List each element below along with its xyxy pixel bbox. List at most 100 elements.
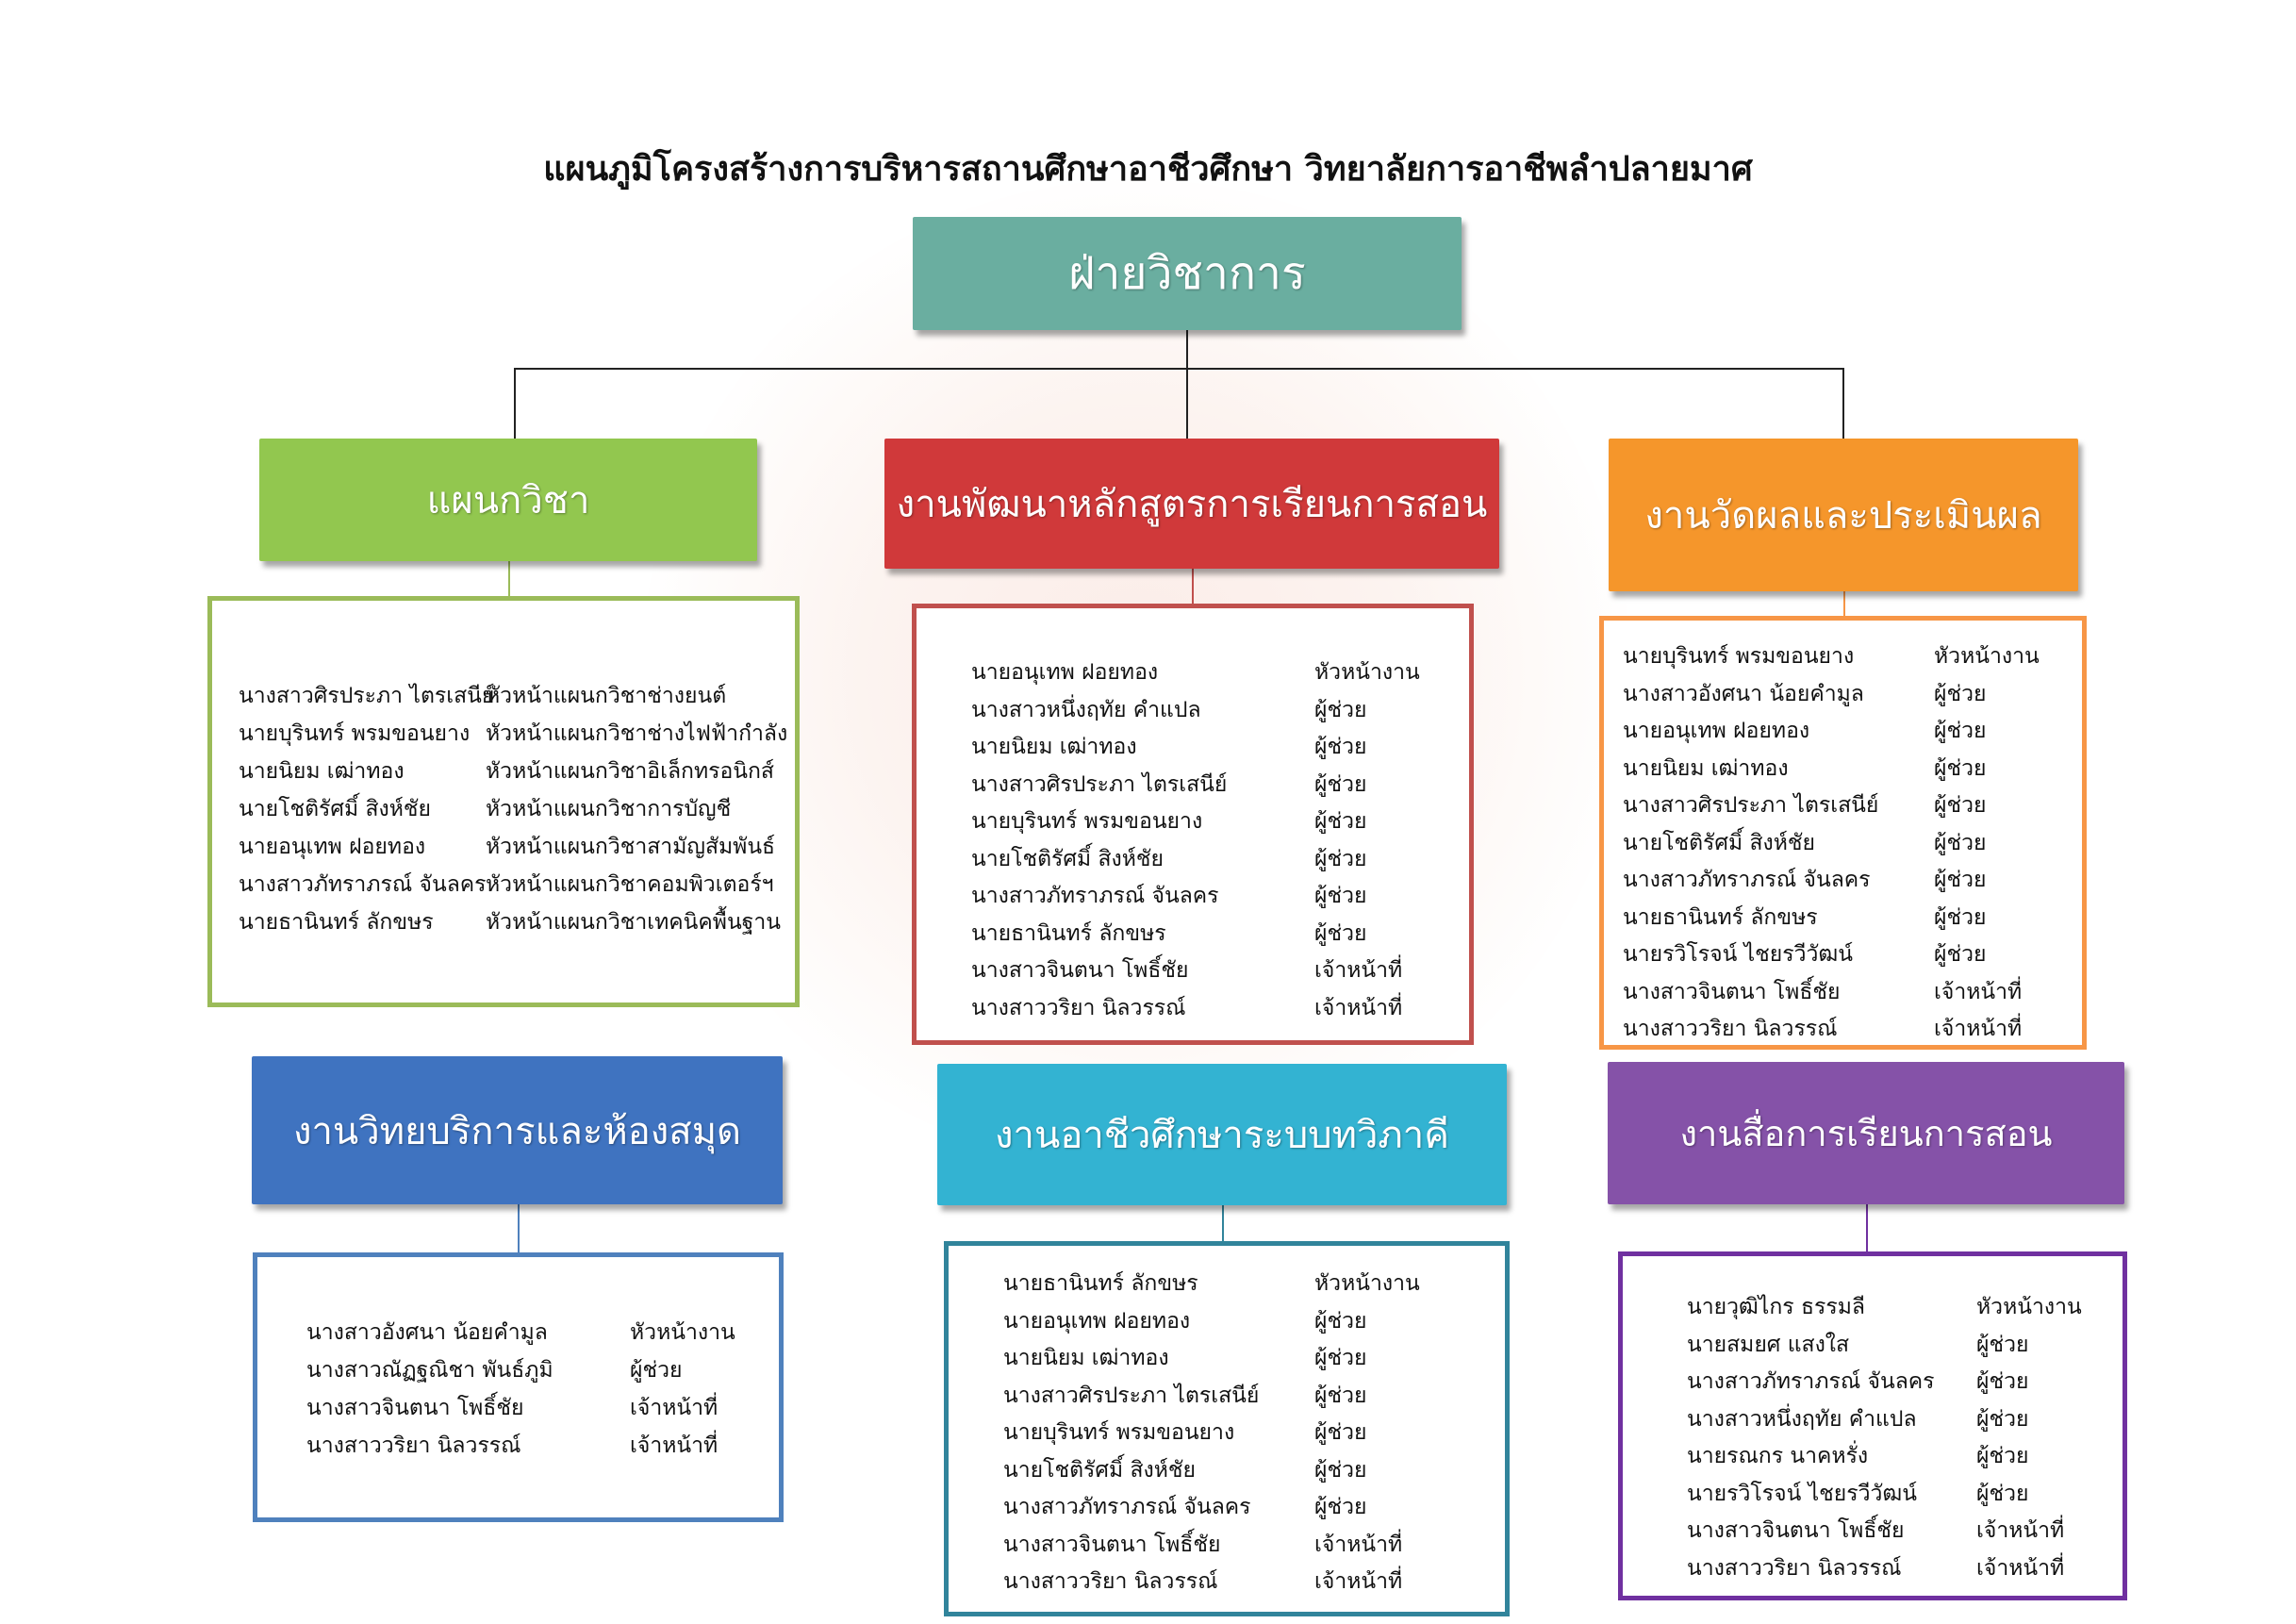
member-name: นายโชติรัศมิ์ สิงห์ชัย bbox=[971, 846, 1164, 871]
member-role: เจ้าหน้าที่ bbox=[630, 1433, 719, 1458]
member-name: นางสาวจินตนา โพธิ์ชัย bbox=[1687, 1518, 1905, 1543]
connector-unit-5 bbox=[1866, 1204, 1868, 1251]
unit-panel-5: นายวุฒิไกร ธรรมลีหัวหน้างานนายสมยศ แสงใส… bbox=[1618, 1251, 2127, 1600]
member-name: นายรณกร นาคหรั่ง bbox=[1687, 1444, 1869, 1468]
chart-title: แผนภูมิโครงสร้างการบริหารสถานศึกษาอาชีวศ… bbox=[543, 150, 1753, 189]
unit-header-0: แผนกวิชา bbox=[259, 439, 757, 561]
member-name: นางสาวศิรประภา ไตรเสนีย์ bbox=[971, 771, 1228, 797]
member-name: นายวุฒิไกร ธรรมลี bbox=[1687, 1295, 1865, 1319]
unit-header-2: งานวัดผลและประเมินผล bbox=[1609, 439, 2078, 591]
member-role: เจ้าหน้าที่ bbox=[1976, 1518, 2065, 1543]
root-box-academic: ฝ่ายวิชาการ bbox=[913, 217, 1462, 330]
unit-panel-3: นางสาวอังศนา น้อยคำมูลหัวหน้างานนางสาวณั… bbox=[253, 1252, 784, 1522]
member-name: นายโชติรัศมิ์ สิงห์ชัย bbox=[1003, 1457, 1196, 1483]
connector-left-down bbox=[514, 368, 516, 439]
member-name: นายนิยม เฒ่าทอง bbox=[239, 759, 405, 784]
member-role: หัวหน้าแผนกวิชาช่างไฟฟ้ากำลัง bbox=[486, 721, 788, 746]
member-name: นายโชติรัศมิ์ สิงห์ชัย bbox=[1623, 830, 1815, 855]
member-name: นางสาวภัทราภรณ์ จันลคร bbox=[971, 884, 1219, 908]
member-name: นายธานินทร์ ลักขษร bbox=[239, 910, 434, 935]
connector-unit-1 bbox=[1192, 569, 1194, 604]
member-name: นายอนุเทพ ฝอยทอง bbox=[239, 835, 426, 859]
member-name: นางสาววริยา นิลวรรณ์ bbox=[1623, 1017, 1838, 1041]
unit-header-1: งานพัฒนาหลักสูตรการเรียนการสอน bbox=[884, 439, 1499, 569]
member-role: ผู้ช่วย bbox=[1934, 755, 1987, 781]
unit-header-5: งานสื่อการเรียนการสอน bbox=[1608, 1062, 2124, 1204]
member-name: นายนิยม เฒ่าทอง bbox=[1623, 755, 1789, 781]
member-name: นางสาวอังศนา น้อยคำมูล bbox=[1623, 681, 1864, 706]
member-role: ผู้ช่วย bbox=[1976, 1481, 2029, 1506]
member-name: นางสาวศิรประภา ไตรเสนีย์ bbox=[1623, 793, 1879, 818]
member-name: นายโชติรัศมิ์ สิงห์ชัย bbox=[239, 797, 431, 821]
member-name: นางสาวภัทราภรณ์ จันลคร bbox=[1687, 1369, 1935, 1394]
connector-unit-0 bbox=[508, 561, 510, 596]
member-role: ผู้ช่วย bbox=[630, 1358, 683, 1383]
member-name: นายบุรินทร์ พรมขอนยาง bbox=[239, 721, 471, 746]
member-role: หัวหน้าแผนกวิชาสามัญสัมพันธ์ bbox=[486, 835, 776, 859]
member-role: ผู้ช่วย bbox=[1934, 830, 1987, 855]
member-role: ผู้ช่วย bbox=[1934, 904, 1987, 930]
unit-panel-2: นายบุรินทร์ พรมขอนยาง หัวหน้างานนางสาวอัง… bbox=[1599, 616, 2087, 1050]
unit-panel-0: นางสาวศิรประภา ไตรเสนีย์หัวหน้าแผนกวิชาช… bbox=[207, 596, 800, 1007]
member-name: นางสาวอังศนา น้อยคำมูล bbox=[306, 1320, 548, 1345]
member-name: นางสาววริยา นิลวรรณ์ bbox=[1687, 1555, 1902, 1581]
member-role: ผู้ช่วย bbox=[1934, 942, 1987, 967]
member-role: หัวหน้าแผนกวิชาอิเล็กทรอนิกส์ bbox=[486, 759, 774, 784]
member-role: หัวหน้างาน bbox=[1314, 1271, 1420, 1296]
member-name: นางสาววริยา นิลวรรณ์ bbox=[971, 995, 1186, 1020]
connector-unit-3 bbox=[517, 1204, 520, 1252]
member-role: ผู้ช่วย bbox=[1934, 719, 1987, 743]
member-name: นางสาววริยา นิลวรรณ์ bbox=[1003, 1569, 1218, 1594]
member-role: หัวหน้างาน bbox=[1934, 644, 2040, 669]
member-name: นางสาวหนึ่งฤทัย คำแปล bbox=[1687, 1406, 1917, 1432]
member-name: นางสาวจินตนา โพธิ์ชัย bbox=[306, 1396, 524, 1420]
member-role: เจ้าหน้าที่ bbox=[1314, 1532, 1403, 1557]
member-role: ผู้ช่วย bbox=[1976, 1444, 2029, 1468]
member-name: นายบุรินทร์ พรมขอนยาง bbox=[971, 809, 1203, 834]
member-name: นายรวิโรจน์ ไชยรวีวัฒน์ bbox=[1623, 942, 1853, 967]
member-name: นางสาวศิรประภา ไตรเสนีย์ bbox=[1003, 1383, 1260, 1408]
member-role: ผู้ช่วย bbox=[1314, 1420, 1367, 1445]
member-role: เจ้าหน้าที่ bbox=[1314, 958, 1403, 983]
member-name: นายธานินทร์ ลักขษร bbox=[1623, 904, 1818, 930]
member-name: นางสาวภัทราภรณ์ จันลคร bbox=[1623, 868, 1871, 892]
unit-panel-4: นายธานินทร์ ลักขษรหัวหน้างานนายอนุเทพ ฝอ… bbox=[944, 1241, 1510, 1616]
member-role: ผู้ช่วย bbox=[1314, 1346, 1367, 1370]
member-role: ผู้ช่วย bbox=[1314, 884, 1367, 908]
connector-right-down bbox=[1842, 368, 1844, 439]
member-role: ผู้ช่วย bbox=[1314, 1383, 1367, 1408]
member-name: นายบุรินทร์ พรมขอนยาง bbox=[1623, 644, 1855, 669]
member-role: หัวหน้างาน bbox=[630, 1320, 735, 1345]
unit-header-4: งานอาชีวศึกษาระบบทวิภาคี bbox=[937, 1064, 1507, 1205]
member-name: นายธานินทร์ ลักขษร bbox=[971, 920, 1166, 946]
member-role: ผู้ช่วย bbox=[1976, 1369, 2029, 1394]
member-role: หัวหน้าแผนกวิชาเทคนิคพื้นฐาน bbox=[486, 910, 781, 935]
member-name: นายนิยม เฒ่าทอง bbox=[971, 735, 1137, 759]
member-role: ผู้ช่วย bbox=[1314, 809, 1367, 834]
member-name: นางสาวหนึ่งฤทัย คำแปล bbox=[971, 697, 1201, 722]
member-role: ผู้ช่วย bbox=[1314, 1457, 1367, 1483]
member-name: นายรวิโรจน์ ไชยรวีวัฒน์ bbox=[1687, 1481, 1917, 1506]
member-name: นายธานินทร์ ลักขษร bbox=[1003, 1271, 1198, 1296]
member-name: นางสาวจินตนา โพธิ์ชัย bbox=[1003, 1532, 1221, 1557]
member-name: นางสาวศิรประภา ไตรเสนีย์ bbox=[239, 684, 495, 708]
member-role: หัวหน้าแผนกวิชาคอมพิวเตอร์ฯ bbox=[486, 872, 774, 897]
member-role: ผู้ช่วย bbox=[1314, 771, 1367, 797]
member-role: ผู้ช่วย bbox=[1976, 1406, 2029, 1432]
unit-header-3: งานวิทยบริการและห้องสมุด bbox=[252, 1056, 783, 1204]
member-role: หัวหน้างาน bbox=[1314, 660, 1420, 685]
connector-unit-2 bbox=[1843, 591, 1845, 616]
member-name: นางสาวภัทราภรณ์ จันลคร bbox=[1003, 1495, 1251, 1519]
member-name: นางสาวภัทราภรณ์ จันลคร bbox=[239, 872, 487, 897]
connector-root-down bbox=[1186, 330, 1188, 441]
member-role: หัวหน้าแผนกวิชาการบัญชี bbox=[486, 797, 732, 821]
member-role: ผู้ช่วย bbox=[1934, 681, 1987, 706]
member-role: ผู้ช่วย bbox=[1314, 920, 1367, 946]
member-role: ผู้ช่วย bbox=[1314, 846, 1367, 871]
member-name: นางสาวจินตนา โพธิ์ชัย bbox=[971, 958, 1189, 983]
member-role: หัวหน้างาน bbox=[1976, 1295, 2082, 1319]
member-role: ผู้ช่วย bbox=[1934, 793, 1987, 818]
member-role: ผู้ช่วย bbox=[1934, 868, 1987, 892]
member-name: นายบุรินทร์ พรมขอนยาง bbox=[1003, 1420, 1235, 1445]
member-name: นายนิยม เฒ่าทอง bbox=[1003, 1346, 1169, 1370]
